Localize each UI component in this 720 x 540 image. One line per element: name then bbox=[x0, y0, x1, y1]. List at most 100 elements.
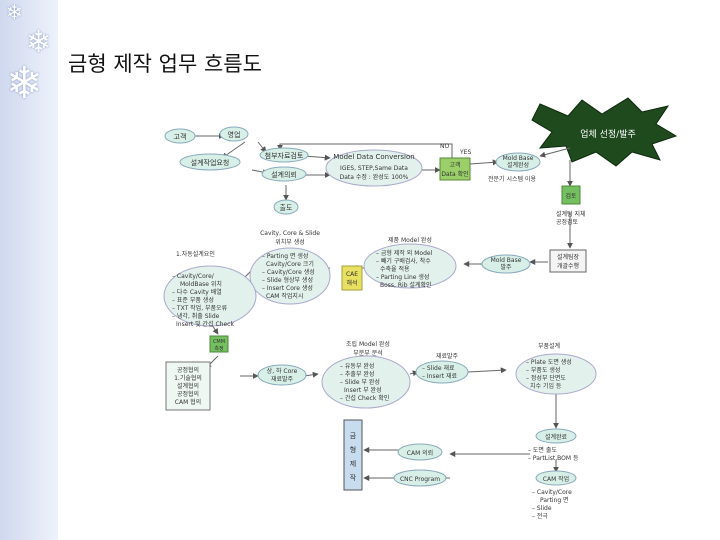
release-node bbox=[273, 199, 299, 215]
customer-label: 고객 bbox=[174, 132, 187, 141]
cmm-line-1: 측정 bbox=[214, 345, 223, 352]
design-eval-box bbox=[549, 249, 587, 273]
core-material-order-node bbox=[257, 364, 307, 386]
design-complete-list-1: – PartList,BOM 등 bbox=[528, 455, 579, 462]
slide-material-node bbox=[415, 360, 469, 384]
cam-work-label: CAM 작업 bbox=[543, 475, 569, 483]
assembly-head-0: 조립 Model 완성 bbox=[346, 340, 390, 348]
customer-data-line-1: Data 확인 bbox=[441, 170, 468, 178]
cavity-list-2: – Cavity/Core 생성 bbox=[262, 268, 315, 276]
cavity-head-0: Cavity, Core & Slide bbox=[260, 230, 320, 237]
cam-work-node bbox=[535, 470, 577, 486]
vendor-list-0: 설계팀 지체 bbox=[556, 210, 586, 218]
sales-label: 영업 bbox=[228, 130, 241, 139]
customer-data-line-0: 고객 bbox=[449, 162, 460, 169]
moldbase-design-line-1: 설계완성 bbox=[507, 161, 529, 169]
cam-request-label: CAM 의뢰 bbox=[407, 449, 433, 457]
mfg-char-0: 금 bbox=[350, 432, 357, 440]
cae-line-1: 해석 bbox=[346, 279, 357, 287]
product-list-1: – 빼기 구배검사, 착수 bbox=[376, 257, 431, 265]
cmm-box bbox=[209, 335, 229, 353]
assembly-list-2: – Slide 부 완성 bbox=[340, 378, 380, 386]
release-label: 출도 bbox=[280, 203, 293, 212]
model-conversion-label: Model Data Conversion bbox=[333, 153, 414, 161]
ts-list-3: – 표준 부품 생성 bbox=[172, 296, 214, 304]
model-conversion-sub-0: IGES, STEP,Same Data bbox=[340, 165, 408, 172]
moldbase-design-line-0: Mold Base bbox=[503, 155, 534, 162]
customer-data-box bbox=[439, 157, 471, 181]
ts-list-4: – TXT 작업, 부품오류 bbox=[172, 304, 228, 312]
material-order-label: 재료발주 bbox=[436, 352, 459, 360]
attachment-review-node bbox=[259, 147, 309, 163]
product-head: 제품 Model 완성 bbox=[388, 236, 432, 244]
moldbase-order-line-1: 발주 bbox=[500, 263, 512, 271]
design-eval-line-1: 개괄수행 bbox=[557, 262, 579, 270]
design-eval-line-0: 설계팀장 bbox=[557, 253, 580, 261]
assembly-head-1: 부분부 분석 bbox=[353, 349, 383, 357]
cavity-list-3: – Slide 형상부 생성 bbox=[262, 276, 313, 284]
ts-list-1: MoldBase 위치 bbox=[180, 280, 222, 288]
product-list-3: – Parting Line 생성 bbox=[376, 273, 429, 281]
process-consult-box bbox=[165, 361, 211, 411]
snowflake-icon: ❄ bbox=[6, 0, 23, 24]
cnc-program-node bbox=[393, 469, 447, 487]
model-conversion-node bbox=[325, 149, 423, 187]
ts-list-2: – 다수 Cavity 배열 bbox=[172, 288, 222, 296]
core-material-line-1: 재료발주 bbox=[271, 375, 294, 383]
cam-list-1: Parting 면 bbox=[540, 496, 569, 504]
design-complete-node bbox=[535, 428, 577, 444]
cavity-core-node bbox=[249, 247, 331, 305]
design-order-node bbox=[261, 166, 307, 182]
snowflake-icon: ❄ bbox=[6, 58, 43, 109]
assembly-list-4: – 간섭 Check 확인 bbox=[340, 394, 389, 402]
process-line-3: 공정협의 bbox=[177, 390, 199, 398]
ts-list-5: – 냉각, 취출 Slide bbox=[172, 312, 220, 320]
mfg-char-2: 제 bbox=[350, 460, 356, 468]
review-cube-label: 검토 bbox=[565, 193, 577, 200]
assembly-list-3: Insert 부 완성 bbox=[344, 386, 382, 394]
cam-list-0: – Cavity/Core bbox=[532, 489, 572, 496]
cam-list-2: – Slide bbox=[532, 505, 552, 512]
mold-manufacturing-bar bbox=[343, 419, 363, 491]
assembly-model-node bbox=[321, 355, 411, 409]
parts-list-3: 치수 기입 등 bbox=[530, 382, 562, 390]
design-request-label: 설계작업요청 bbox=[191, 158, 230, 167]
parts-design-node bbox=[515, 353, 597, 395]
yes-label: YES bbox=[459, 149, 471, 156]
model-conversion-sub-1: Data 수정 : 완성도 100% bbox=[340, 173, 409, 181]
auto-design-node bbox=[163, 265, 257, 327]
design-order-label: 설계의뢰 bbox=[271, 170, 297, 179]
moldbase-order-node bbox=[481, 254, 531, 274]
cavity-head-1: 위치부 생성 bbox=[275, 238, 305, 246]
design-complete-label: 설계완료 bbox=[545, 433, 568, 441]
moldbase-design-node bbox=[495, 152, 541, 172]
mfg-char-1: 형 bbox=[350, 446, 356, 454]
parts-head: 부품설계 bbox=[538, 342, 560, 350]
product-list-4: Boss, Rib 설계확인 bbox=[380, 281, 432, 289]
page-title: 금형 제작 업무 흐름도 bbox=[68, 52, 262, 76]
ts-list-6: Insert 및 간섭 Check bbox=[176, 320, 234, 328]
cavity-list-0: – Parting 면 생성 bbox=[262, 252, 308, 260]
process-line-2: 설계협의 bbox=[177, 382, 199, 390]
cae-box bbox=[341, 265, 363, 291]
snowflake-icon: ❄ bbox=[26, 25, 52, 60]
moldbase-order-line-0: Mold Base bbox=[491, 257, 522, 264]
core-material-line-0: 상, 하 Core bbox=[267, 367, 298, 375]
product-model-node bbox=[363, 243, 457, 289]
assembly-list-1: – 추출부 완성 bbox=[340, 370, 374, 378]
product-list-2: 수축율 적용 bbox=[380, 265, 410, 273]
attachment-review-label: 첨부자료검토 bbox=[265, 151, 304, 160]
slide-line-0: – Slide 재료 bbox=[422, 364, 455, 372]
design-request-node bbox=[179, 153, 241, 171]
ts-list-0: – Cavity/Core/ bbox=[172, 273, 215, 280]
cmm-line-0: CMM bbox=[213, 339, 225, 345]
decorative-side-band bbox=[0, 0, 58, 540]
product-list-0: – 금형 제작 외 Model bbox=[376, 249, 433, 257]
vendor-list-1: 공정검토 bbox=[556, 219, 579, 226]
mfg-char-3: 작 bbox=[350, 473, 357, 482]
process-line-4: CAM 협의 bbox=[175, 398, 201, 406]
ts-head: 1.자동설계요인 bbox=[176, 250, 215, 258]
cae-line-0: CAE bbox=[346, 271, 358, 278]
process-line-0: 공정협의 bbox=[177, 366, 199, 374]
